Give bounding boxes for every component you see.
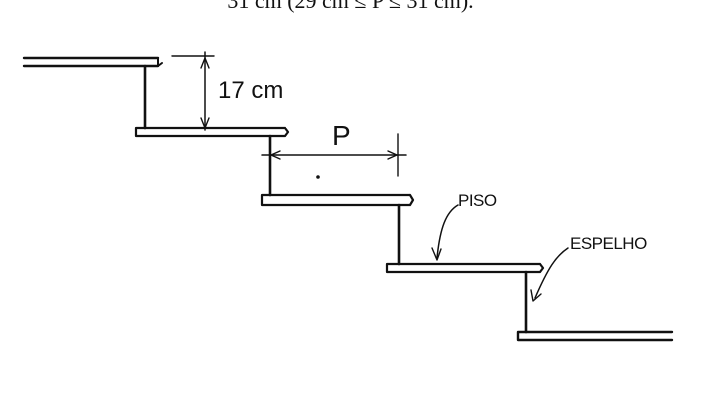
riser-leader-arrow [530, 289, 542, 302]
riser-label: ESPELHO [570, 234, 647, 253]
riser-dimension-arrow-top [200, 57, 210, 69]
tread-2 [260, 193, 415, 207]
tread-3 [385, 262, 545, 274]
tread-label: PISO [458, 191, 497, 210]
riser-dimension-arrow-bottom [200, 117, 210, 129]
riser-height-label: 17 cm [218, 77, 283, 104]
tread-1 [134, 126, 290, 138]
tread-dimension-arrow-left [270, 150, 281, 160]
top-landing-end [157, 57, 163, 67]
tread-leader [436, 204, 459, 259]
riser-leader [534, 247, 569, 299]
tread-center-dot [316, 175, 320, 179]
cropped-caption-text: 31 cm (29 cm ≤ P ≤ 31 cm). [227, 0, 474, 13]
tread-leader-arrow [431, 247, 442, 261]
bottom-landing [516, 330, 674, 342]
tread-dimension-arrow-right [387, 150, 398, 160]
tread-depth-label: P [332, 120, 351, 151]
top-landing [22, 56, 160, 68]
